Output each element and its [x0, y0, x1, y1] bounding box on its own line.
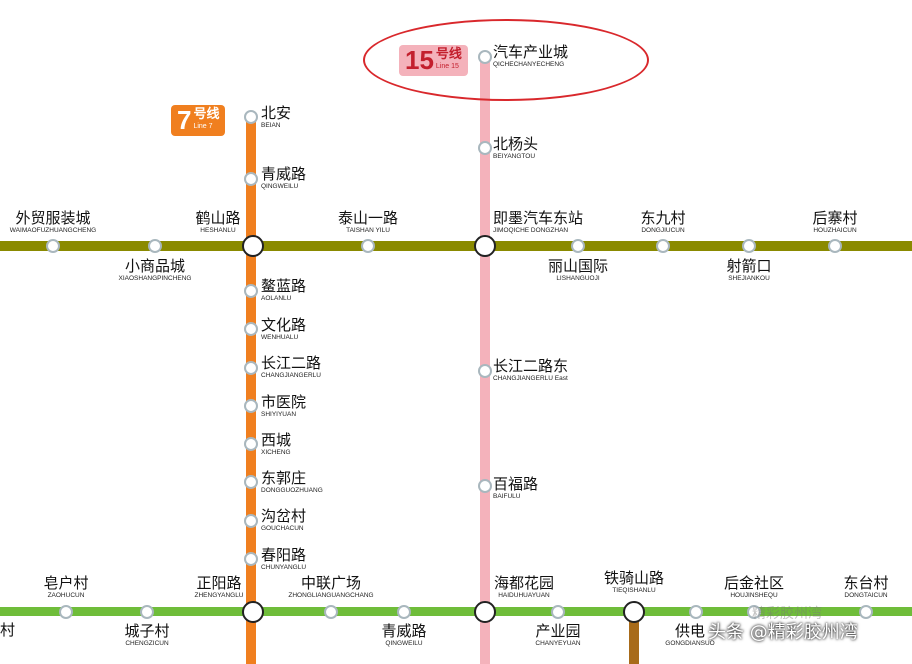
line-7-number: 7 — [177, 105, 192, 135]
stop-changjiangerlu-east[interactable] — [478, 364, 492, 378]
transfer-tieqishanlu[interactable] — [623, 601, 645, 623]
station-cun-partial[interactable]: 村 — [0, 621, 16, 639]
stop-qingweilu-g[interactable] — [397, 605, 411, 619]
watermark-faint: 精彩胶州湾 — [752, 606, 822, 622]
stop-zaohucun[interactable] — [59, 605, 73, 619]
stop-dongguozhuang[interactable] — [244, 475, 258, 489]
stop-gouchacun[interactable] — [244, 514, 258, 528]
stop-taishanyilu[interactable] — [361, 239, 375, 253]
stop-xiaoshangpin[interactable] — [148, 239, 162, 253]
stop-lishanguoji[interactable] — [571, 239, 585, 253]
stop-gongdiansuo[interactable] — [689, 605, 703, 619]
stop-chengzicun[interactable] — [140, 605, 154, 619]
brown-line-track — [629, 612, 639, 664]
stop-changjiangerlu[interactable] — [244, 361, 258, 375]
stop-chanyeyuan[interactable] — [551, 605, 565, 619]
transfer-haiduhuayuan[interactable] — [474, 601, 496, 623]
stop-dongjiucun[interactable] — [656, 239, 670, 253]
stop-dongtaicun[interactable] — [859, 605, 873, 619]
green-line-track — [0, 607, 912, 616]
transfer-heshanlu[interactable] — [242, 235, 264, 257]
stop-zhonglian[interactable] — [324, 605, 338, 619]
stop-beian[interactable] — [244, 110, 258, 124]
stop-chunyanglu[interactable] — [244, 552, 258, 566]
stop-baifulu[interactable] — [478, 479, 492, 493]
stop-beiyangtou[interactable] — [478, 141, 492, 155]
olive-line-track — [0, 241, 912, 251]
highlight-ellipse — [363, 19, 649, 101]
stop-shejiankou[interactable] — [742, 239, 756, 253]
stop-shiyiyuan[interactable] — [244, 399, 258, 413]
transfer-zhengyanglu[interactable] — [242, 601, 264, 623]
stop-aolanlu[interactable] — [244, 284, 258, 298]
transfer-jimoqiche[interactable] — [474, 235, 496, 257]
watermark: 头条 @精彩胶州湾 — [708, 622, 858, 643]
line-7-en: Line 7 — [193, 123, 213, 130]
stop-xicheng[interactable] — [244, 437, 258, 451]
line-15-track — [480, 57, 490, 664]
line-7-hao: 号线 — [193, 107, 220, 122]
stop-houjinshequ[interactable] — [747, 605, 761, 619]
stop-qingweilu-7[interactable] — [244, 172, 258, 186]
stop-houzhaicun[interactable] — [828, 239, 842, 253]
line-7-track — [246, 117, 256, 664]
stop-waimao[interactable] — [46, 239, 60, 253]
stop-wenhualu[interactable] — [244, 322, 258, 336]
